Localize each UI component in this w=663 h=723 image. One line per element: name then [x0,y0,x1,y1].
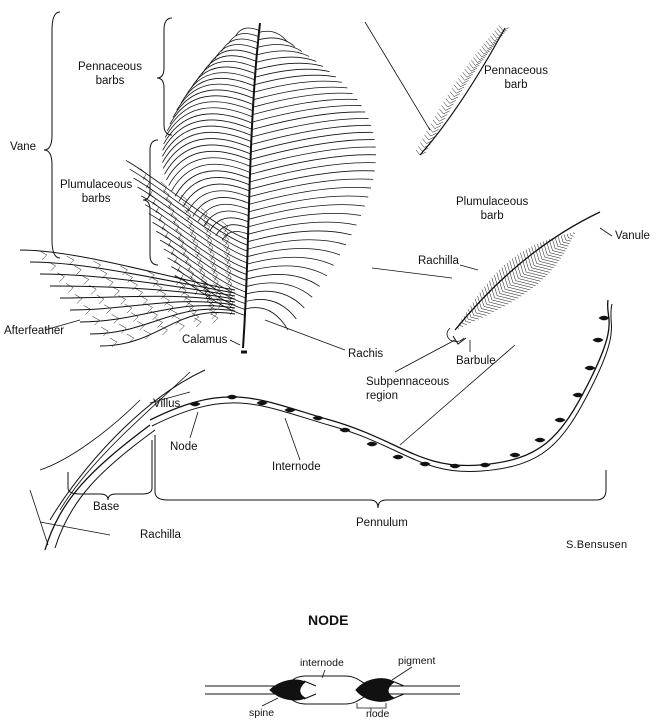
node-title: NODE [308,612,348,628]
rachis-label: Rachis [348,347,383,361]
calamus-label: Calamus [182,333,227,347]
rachilla-label-top: Rachilla [418,254,459,268]
barbule-label: Barbule [456,354,496,368]
leader-lines [40,22,612,535]
vanule-label: Vanule [615,229,650,243]
artist-signature: S.Bensusen [566,539,627,551]
vane-label: Vane [10,140,36,154]
node-detail-drawing [205,667,460,712]
node-node-label: node [366,708,389,720]
node-pigment-label: pigment [398,655,435,667]
villus-label: Villus [153,397,180,411]
node-internode-label: internode [300,657,344,669]
base-label: Base [93,500,119,514]
node-spine-label: spine [249,707,274,719]
rachilla-label-bottom: Rachilla [140,528,181,542]
afterfeather-label: Afterfeather [4,324,64,338]
internode-label: Internode [272,460,321,474]
pennulum-label: Pennulum [356,516,408,530]
node-label: Node [170,440,198,454]
